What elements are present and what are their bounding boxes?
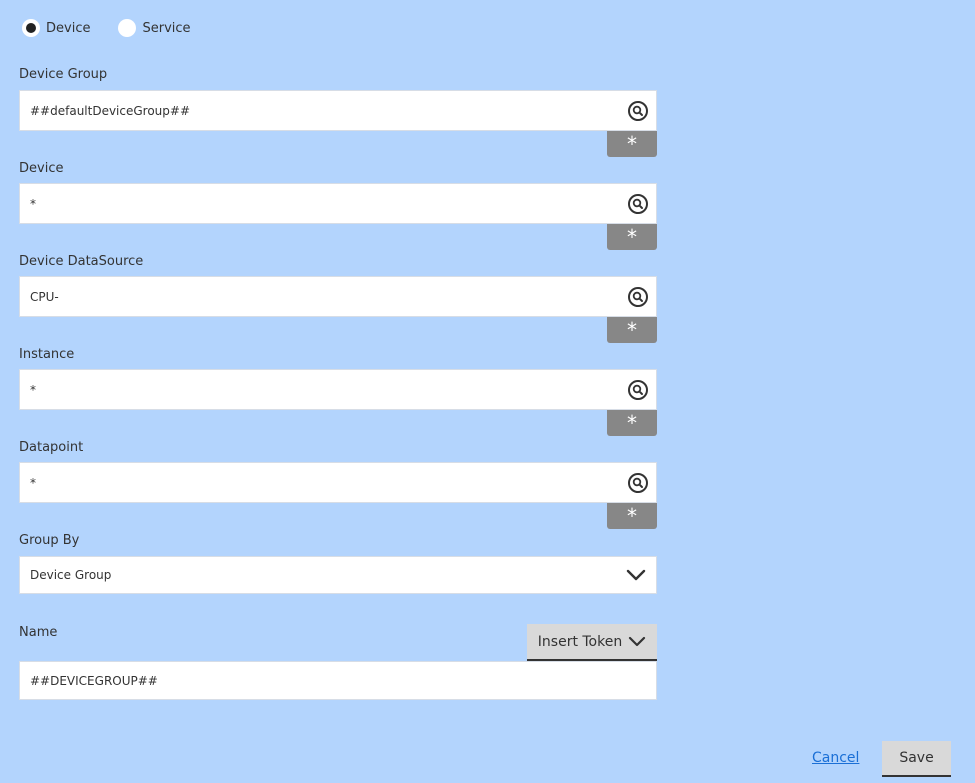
device-datasource-input[interactable]	[20, 277, 626, 316]
cancel-button[interactable]: Cancel	[812, 750, 860, 766]
device-datasource-wildcard-button[interactable]: *	[607, 317, 657, 343]
group-by-select[interactable]: Device Group	[19, 556, 657, 594]
instance-wildcard-button[interactable]: *	[607, 410, 657, 436]
radio-service[interactable]: Service	[118, 19, 191, 37]
device-input[interactable]	[20, 184, 626, 223]
datapoint-input[interactable]	[20, 463, 626, 502]
instance-field	[19, 369, 657, 410]
type-radio-group: Device Service	[22, 19, 219, 37]
device-group-input[interactable]	[20, 91, 626, 130]
insert-token-button[interactable]: Insert Token	[527, 624, 657, 661]
name-label: Name	[19, 625, 58, 640]
device-datasource-field	[19, 276, 657, 317]
instance-input[interactable]	[20, 370, 626, 409]
radio-device[interactable]: Device	[22, 19, 90, 37]
datapoint-field	[19, 462, 657, 503]
radio-device-circle[interactable]	[22, 19, 40, 37]
group-by-selected-value: Device Group	[30, 568, 112, 582]
name-field	[19, 661, 657, 700]
radio-device-label: Device	[46, 20, 91, 36]
group-by-label: Group By	[19, 533, 80, 548]
datapoint-wildcard-button[interactable]: *	[607, 503, 657, 529]
device-group-wildcard-button[interactable]: *	[607, 131, 657, 157]
device-label: Device	[19, 161, 64, 176]
datapoint-label: Datapoint	[19, 440, 84, 455]
save-button[interactable]: Save	[882, 741, 951, 777]
device-datasource-label: Device DataSource	[19, 254, 144, 269]
radio-service-circle[interactable]	[118, 19, 137, 37]
instance-label: Instance	[19, 347, 75, 362]
search-icon[interactable]	[626, 471, 650, 495]
device-field	[19, 183, 657, 224]
radio-service-label: Service	[142, 20, 191, 36]
search-icon[interactable]	[626, 285, 650, 309]
device-group-field	[19, 90, 657, 131]
chevron-down-icon	[626, 569, 646, 581]
search-icon[interactable]	[626, 378, 650, 402]
search-icon[interactable]	[626, 192, 650, 216]
chevron-down-icon	[628, 636, 646, 647]
search-icon[interactable]	[626, 99, 650, 123]
name-input[interactable]	[20, 662, 656, 699]
device-group-label: Device Group	[19, 67, 108, 82]
insert-token-label: Insert Token	[537, 633, 623, 650]
device-wildcard-button[interactable]: *	[607, 224, 657, 250]
